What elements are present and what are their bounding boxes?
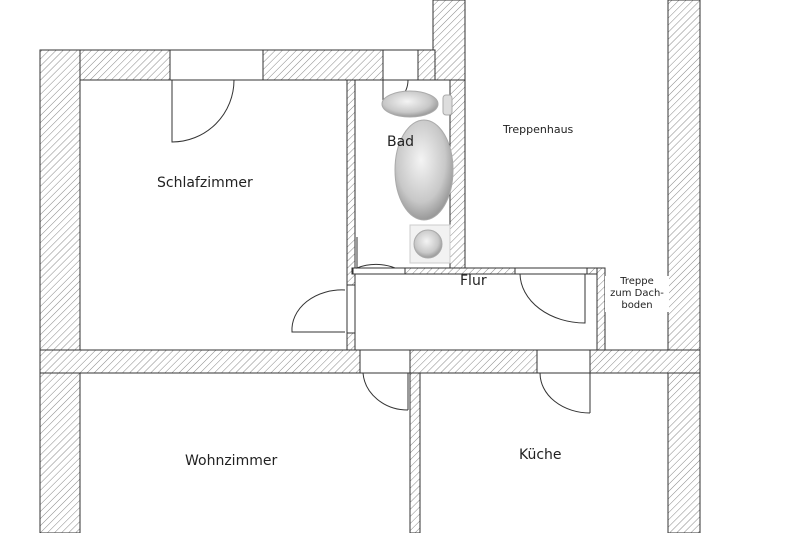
door-opening-living (359, 349, 411, 374)
door-opening-bedroom (346, 284, 356, 334)
door-bedroom-top[interactable] (171, 79, 235, 143)
stair-note-line3: boden (621, 300, 653, 311)
room-label-flur: Flur (460, 273, 487, 289)
room-label-bad: Bad (387, 134, 415, 150)
door-bath[interactable] (356, 237, 396, 269)
openings (169, 49, 591, 374)
room-label-schlafzimmer: Schlafzimmer (157, 175, 253, 191)
sink-icon (413, 229, 443, 259)
bath-fixtures (381, 90, 454, 264)
toilet-icon (381, 90, 439, 118)
wall-upper-shaft (432, 0, 466, 81)
door-flur-stair[interactable] (519, 273, 586, 324)
room-label-wohnzimmer: Wohnzimmer (185, 453, 278, 469)
wall-living-kitchen (409, 372, 421, 533)
room-label-treppenhaus: Treppenhaus (503, 123, 574, 136)
wall-flur-right (596, 267, 606, 353)
door-opening-flur (514, 267, 588, 275)
wall-right-outer (667, 0, 701, 533)
stair-note: Treppe zum Dach- boden (605, 276, 669, 312)
door-opening-bath (352, 267, 406, 275)
door-opening-kitchen (536, 349, 591, 374)
door-opening-bath-top (382, 49, 419, 81)
door-kitchen[interactable] (539, 372, 591, 414)
room-label-kueche: Küche (519, 447, 562, 463)
door-bedroom-flur[interactable] (291, 289, 346, 333)
bathtub-icon (394, 119, 454, 221)
door-living[interactable] (362, 372, 409, 411)
window-bedroom (169, 49, 264, 81)
wall-left-outer (39, 49, 81, 533)
stair-note-line1: Treppe (620, 276, 654, 287)
walls (39, 0, 701, 533)
stair-note-line2: zum Dach- (610, 288, 664, 299)
